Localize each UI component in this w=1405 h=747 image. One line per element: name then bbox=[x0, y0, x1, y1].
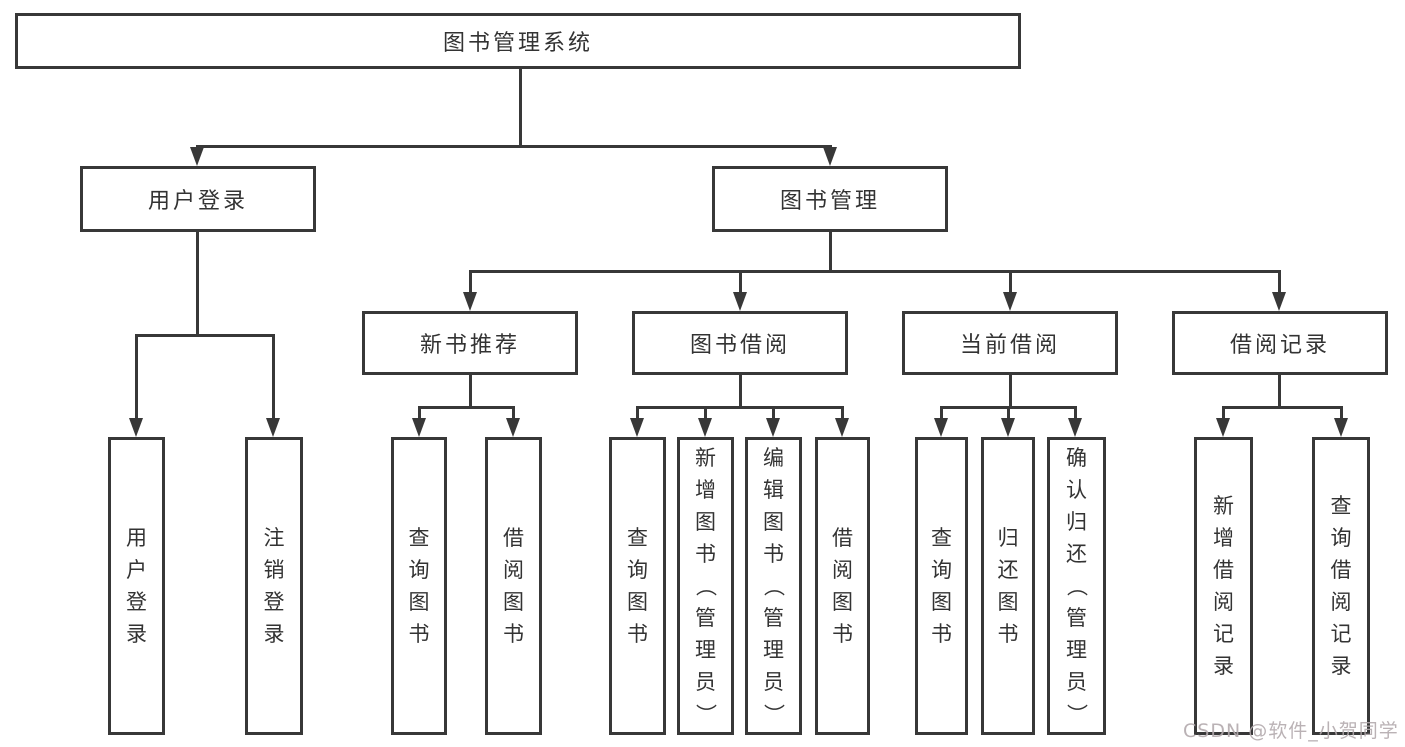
node-root-system: 图书管理系统 bbox=[15, 13, 1021, 69]
connector-login-child2-shaft bbox=[272, 334, 275, 420]
arrow-down-query-books-1 bbox=[412, 418, 426, 437]
connector-current-c3-shaft bbox=[1074, 406, 1077, 422]
connector-record-branch bbox=[1222, 406, 1341, 409]
leaf-confirm-return-admin: 确认归还（管理员） bbox=[1047, 437, 1106, 735]
leaf-borrow-books-1: 借阅图书 bbox=[485, 437, 542, 735]
csdn-watermark: CSDN @软件_小贺同学 bbox=[1183, 720, 1399, 742]
connector-to-record-shaft bbox=[1278, 270, 1281, 296]
leaf-borrow-books-2: 借阅图书 bbox=[815, 437, 870, 735]
connector-borrow-c2-shaft bbox=[704, 406, 707, 422]
connector-borrow-c4-shaft bbox=[841, 406, 844, 422]
connector-login-stem bbox=[196, 232, 199, 336]
leaf-query-books-2: 查询图书 bbox=[609, 437, 666, 735]
leaf-edit-books-admin: 编辑图书（管理员） bbox=[745, 437, 802, 735]
node-user-login: 用户登录 bbox=[80, 166, 316, 232]
arrow-down-leaf-user-login bbox=[129, 418, 143, 437]
leaf-user-login: 用户登录 bbox=[108, 437, 165, 735]
connector-current-c1-shaft bbox=[940, 406, 943, 422]
connector-to-newbook-shaft bbox=[469, 270, 472, 296]
leaf-add-borrow-record: 新增借阅记录 bbox=[1194, 437, 1253, 735]
connector-to-borrow-shaft bbox=[739, 270, 742, 296]
connector-newbook-stem bbox=[469, 375, 472, 409]
connector-borrow-stem bbox=[739, 375, 742, 409]
arrow-down-newbook bbox=[463, 292, 477, 311]
arrow-down-record bbox=[1272, 292, 1286, 311]
node-book-management: 图书管理 bbox=[712, 166, 948, 232]
connector-newbook-c2-shaft bbox=[512, 406, 515, 422]
arrow-down-borrow bbox=[733, 292, 747, 311]
arrow-down-query-books-2 bbox=[630, 418, 644, 437]
leaf-add-books-admin: 新增图书（管理员） bbox=[677, 437, 734, 735]
arrow-down-add-record bbox=[1216, 418, 1230, 437]
node-new-book-recommend: 新书推荐 bbox=[362, 311, 578, 375]
arrow-down-borrow-books-1 bbox=[506, 418, 520, 437]
arrow-down-user-login bbox=[190, 147, 204, 166]
arrow-down-current bbox=[1003, 292, 1017, 311]
leaf-return-books: 归还图书 bbox=[981, 437, 1035, 735]
connector-borrow-branch bbox=[636, 406, 843, 409]
connector-login-branch bbox=[135, 334, 274, 337]
arrow-down-borrow-books-2 bbox=[835, 418, 849, 437]
connector-to-current-shaft bbox=[1009, 270, 1012, 296]
connector-root-branch bbox=[197, 145, 832, 148]
node-book-borrow: 图书借阅 bbox=[632, 311, 848, 375]
connector-record-c2-shaft bbox=[1340, 406, 1343, 422]
leaf-query-books-3: 查询图书 bbox=[915, 437, 968, 735]
connector-login-child1-shaft bbox=[135, 334, 138, 420]
connector-newbook-c1-shaft bbox=[418, 406, 421, 422]
connector-record-stem bbox=[1278, 375, 1281, 409]
connector-current-c2-shaft bbox=[1007, 406, 1010, 422]
connector-current-stem bbox=[1009, 375, 1012, 409]
arrow-down-return-books bbox=[1001, 418, 1015, 437]
node-current-borrow: 当前借阅 bbox=[902, 311, 1118, 375]
leaf-query-borrow-record: 查询借阅记录 bbox=[1312, 437, 1370, 735]
arrow-down-book-mgmt bbox=[823, 147, 837, 166]
leaf-query-books-1: 查询图书 bbox=[391, 437, 447, 735]
arrow-down-query-record bbox=[1334, 418, 1348, 437]
connector-record-c1-shaft bbox=[1222, 406, 1225, 422]
node-borrow-record: 借阅记录 bbox=[1172, 311, 1388, 375]
connector-borrow-c3-shaft bbox=[772, 406, 775, 422]
arrow-down-confirm-return bbox=[1068, 418, 1082, 437]
leaf-logout: 注销登录 bbox=[245, 437, 303, 735]
connector-mgmt-branch bbox=[469, 270, 1281, 273]
arrow-down-query-books-3 bbox=[934, 418, 948, 437]
connector-newbook-branch bbox=[418, 406, 515, 409]
connector-mgmt-stem bbox=[829, 232, 832, 273]
arrow-down-leaf-logout bbox=[266, 418, 280, 437]
connector-root-stem bbox=[519, 69, 522, 146]
arrow-down-add-books bbox=[698, 418, 712, 437]
arrow-down-edit-books bbox=[766, 418, 780, 437]
connector-borrow-c1-shaft bbox=[636, 406, 639, 422]
